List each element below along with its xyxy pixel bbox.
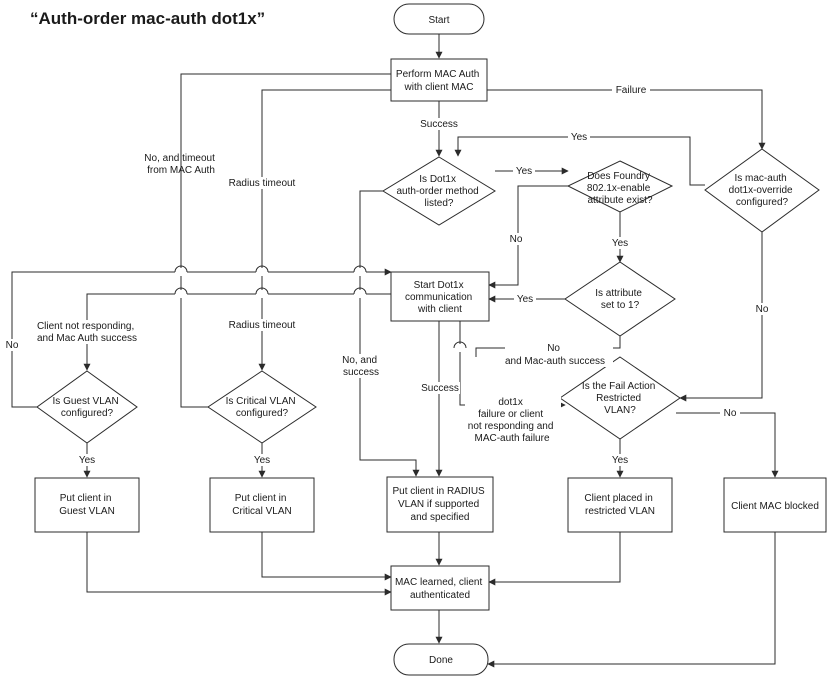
edge-restricted-to-learned <box>488 532 621 586</box>
mac-blocked-text: Client MAC blocked <box>731 501 819 512</box>
label-no-guest: No <box>6 340 19 351</box>
does-foundry-text: Does Foundry 802.1x-enable attribute exi… <box>587 171 653 206</box>
label-client-not-responding: Client not responding, and Mac Auth succ… <box>37 321 137 344</box>
does-foundry-diamond: Does Foundry 802.1x-enable attribute exi… <box>566 160 674 213</box>
diagram-title: “Auth-order mac-auth dot1x” <box>30 9 265 28</box>
is-critical-vlan-text: Is Critical VLAN configured? <box>226 396 299 419</box>
edge-override-yes <box>454 136 705 186</box>
put-critical-vlan-text: Put client in Critical VLAN <box>232 493 291 517</box>
label-yes-dot1x: Yes <box>516 166 532 177</box>
put-radius-vlan-text: Put client in RADIUS VLAN if supported a… <box>392 486 487 523</box>
is-dot1x-listed-diamond: Is Dot1x auth-order method listed? <box>382 156 496 226</box>
label-no-and-success: No, and success <box>342 355 380 378</box>
is-guest-vlan-diamond: Is Guest VLAN configured? <box>36 370 138 444</box>
label-yes-attr: Yes <box>517 294 533 305</box>
done-node: Done <box>393 643 489 676</box>
label-yes-fail: Yes <box>612 455 628 466</box>
is-fail-action-text: Is the Fail Action Restricted VLAN? <box>582 381 658 416</box>
edge-client-not-responding <box>83 293 391 371</box>
edge-guest-to-learned <box>86 532 392 596</box>
start-dot1x-text: Start Dot1x communication with client <box>405 280 475 315</box>
start-node-text: Start <box>428 15 449 26</box>
edge-mac-auth-failure <box>487 89 766 150</box>
label-yes-critical: Yes <box>254 455 270 466</box>
put-critical-vlan-box: Put client in Critical VLAN <box>209 477 315 533</box>
edge-critical-to-learned <box>261 532 392 581</box>
start-node: Start <box>393 3 485 35</box>
edge-dot1x-no <box>359 190 420 477</box>
label-failure: Failure <box>616 85 647 96</box>
edge-override-no <box>679 232 763 402</box>
is-critical-vlan-diamond: Is Critical VLAN configured? <box>207 370 317 444</box>
label-radius-timeout-1: Radius timeout <box>229 178 296 189</box>
is-dot1x-listed-text: Is Dot1x auth-order method listed? <box>396 174 481 209</box>
put-guest-vlan-text: Put client in Guest VLAN <box>59 493 115 517</box>
edge-radius-timeout <box>258 89 391 371</box>
is-fail-action-diamond: Is the Fail Action Restricted VLAN? <box>559 356 681 440</box>
label-no-timeout-mac: No, and timeout from MAC Auth <box>144 153 217 176</box>
label-no-foundry: No <box>510 234 523 245</box>
start-dot1x-box: Start Dot1x communication with client <box>390 271 490 322</box>
perform-mac-auth-text: Perform MAC Auth with client MAC <box>396 69 482 93</box>
edge-blocked-to-done <box>487 532 776 668</box>
is-override-text: Is mac-auth dot1x-override configured? <box>729 173 796 208</box>
edge-foundry-no <box>488 185 570 289</box>
label-success-dot1x: Success <box>421 383 459 394</box>
is-override-diamond: Is mac-auth dot1x-override configured? <box>704 148 820 233</box>
edge-timeout-mac-auth <box>180 73 391 408</box>
label-success-mac: Success <box>420 119 458 130</box>
is-guest-vlan-text: Is Guest VLAN configured? <box>53 396 122 419</box>
label-radius-timeout-2: Radius timeout <box>229 320 296 331</box>
restricted-vlan-box: Client placed in restricted VLAN <box>567 477 673 533</box>
label-yes-override: Yes <box>571 132 587 143</box>
perform-mac-auth-box: Perform MAC Auth with client MAC <box>390 58 488 102</box>
is-attribute-set-text: Is attribute set to 1? <box>595 288 644 311</box>
edge-labels: Failure Success Yes Yes No, and timeout … <box>2 84 772 466</box>
label-dot1x-failure: dot1x failure or client not responding a… <box>468 397 556 444</box>
mac-learned-text: MAC learned, client authenticated <box>395 577 485 601</box>
label-yes-foundry-down: Yes <box>612 238 628 249</box>
done-node-text: Done <box>429 655 453 666</box>
put-guest-vlan-box: Put client in Guest VLAN <box>34 477 140 533</box>
is-attribute-set-diamond: Is attribute set to 1? <box>564 261 676 337</box>
mac-learned-box: MAC learned, client authenticated <box>390 565 490 611</box>
label-no-fail: No <box>724 408 737 419</box>
label-no-override: No <box>756 304 769 315</box>
label-no-mac-auth-success: No and Mac-auth success <box>505 343 605 367</box>
put-radius-vlan-box: Put client in RADIUS VLAN if supported a… <box>386 476 494 533</box>
restricted-vlan-text: Client placed in restricted VLAN <box>584 493 655 517</box>
edge-fail-no <box>676 412 779 478</box>
label-yes-guest: Yes <box>79 455 95 466</box>
mac-blocked-box: Client MAC blocked <box>723 477 827 533</box>
